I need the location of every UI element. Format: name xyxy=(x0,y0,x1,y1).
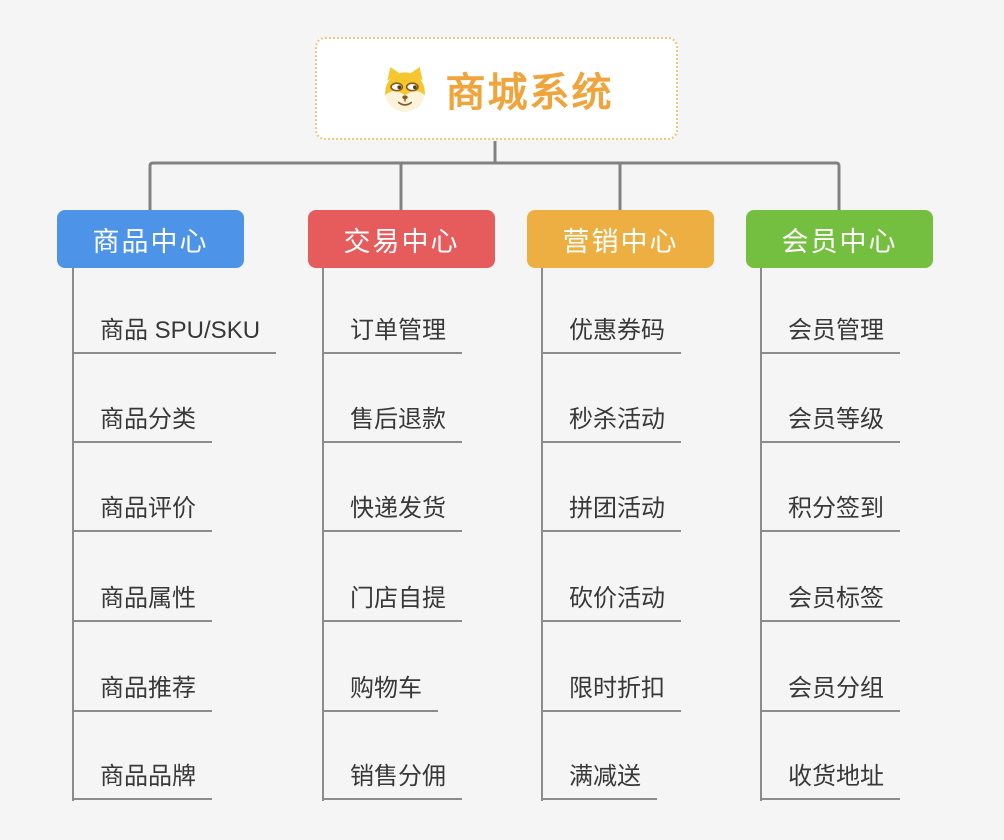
sub-topic[interactable]: 快递发货 xyxy=(322,496,462,532)
sub-topic[interactable]: 会员等级 xyxy=(760,407,900,443)
sub-topic[interactable]: 商品属性 xyxy=(72,586,212,622)
sub-topic[interactable]: 商品推荐 xyxy=(72,676,212,712)
root-node[interactable]: 商城系统 xyxy=(315,37,678,140)
sub-topic[interactable]: 砍价活动 xyxy=(541,586,681,622)
sub-topic[interactable]: 订单管理 xyxy=(322,318,462,354)
branch-box-product[interactable]: 商品中心 xyxy=(57,210,244,268)
sub-topic[interactable]: 商品 SPU/SKU xyxy=(72,318,277,354)
sub-topic[interactable]: 满减送 xyxy=(541,764,657,800)
branch-label: 交易中心 xyxy=(343,226,460,257)
sub-topic[interactable]: 售后退款 xyxy=(322,407,462,443)
branch-label: 营销中心 xyxy=(562,226,679,257)
sub-topic[interactable]: 门店自提 xyxy=(322,586,462,622)
sub-topic[interactable]: 商品品牌 xyxy=(72,764,212,800)
branch-box-trade[interactable]: 交易中心 xyxy=(308,210,495,268)
sub-topic[interactable]: 优惠券码 xyxy=(541,318,681,354)
branch-label: 商品中心 xyxy=(92,226,209,257)
sub-topic[interactable]: 会员管理 xyxy=(760,318,900,354)
column-line-trade xyxy=(322,268,324,801)
branch-label: 会员中心 xyxy=(781,226,898,257)
sub-topic[interactable]: 秒杀活动 xyxy=(541,407,681,443)
sub-topic[interactable]: 购物车 xyxy=(322,676,438,712)
sub-topic[interactable]: 商品分类 xyxy=(72,407,212,443)
sub-topic[interactable]: 收货地址 xyxy=(760,764,900,800)
sub-topic[interactable]: 销售分佣 xyxy=(322,764,462,800)
branch-box-marketing[interactable]: 营销中心 xyxy=(527,210,714,268)
branch-box-member[interactable]: 会员中心 xyxy=(746,210,933,268)
sub-topic[interactable]: 积分签到 xyxy=(760,496,900,532)
sub-topic[interactable]: 限时折扣 xyxy=(541,676,681,712)
column-line-product xyxy=(72,268,74,801)
root-title: 商城系统 xyxy=(445,70,614,115)
sub-topic[interactable]: 商品评价 xyxy=(72,496,212,532)
dog-face-icon xyxy=(384,66,425,112)
column-line-marketing xyxy=(541,268,543,801)
sub-topic[interactable]: 拼团活动 xyxy=(541,496,681,532)
sub-topic[interactable]: 会员分组 xyxy=(760,676,900,712)
sub-topic[interactable]: 会员标签 xyxy=(760,586,900,622)
column-line-member xyxy=(760,268,762,801)
